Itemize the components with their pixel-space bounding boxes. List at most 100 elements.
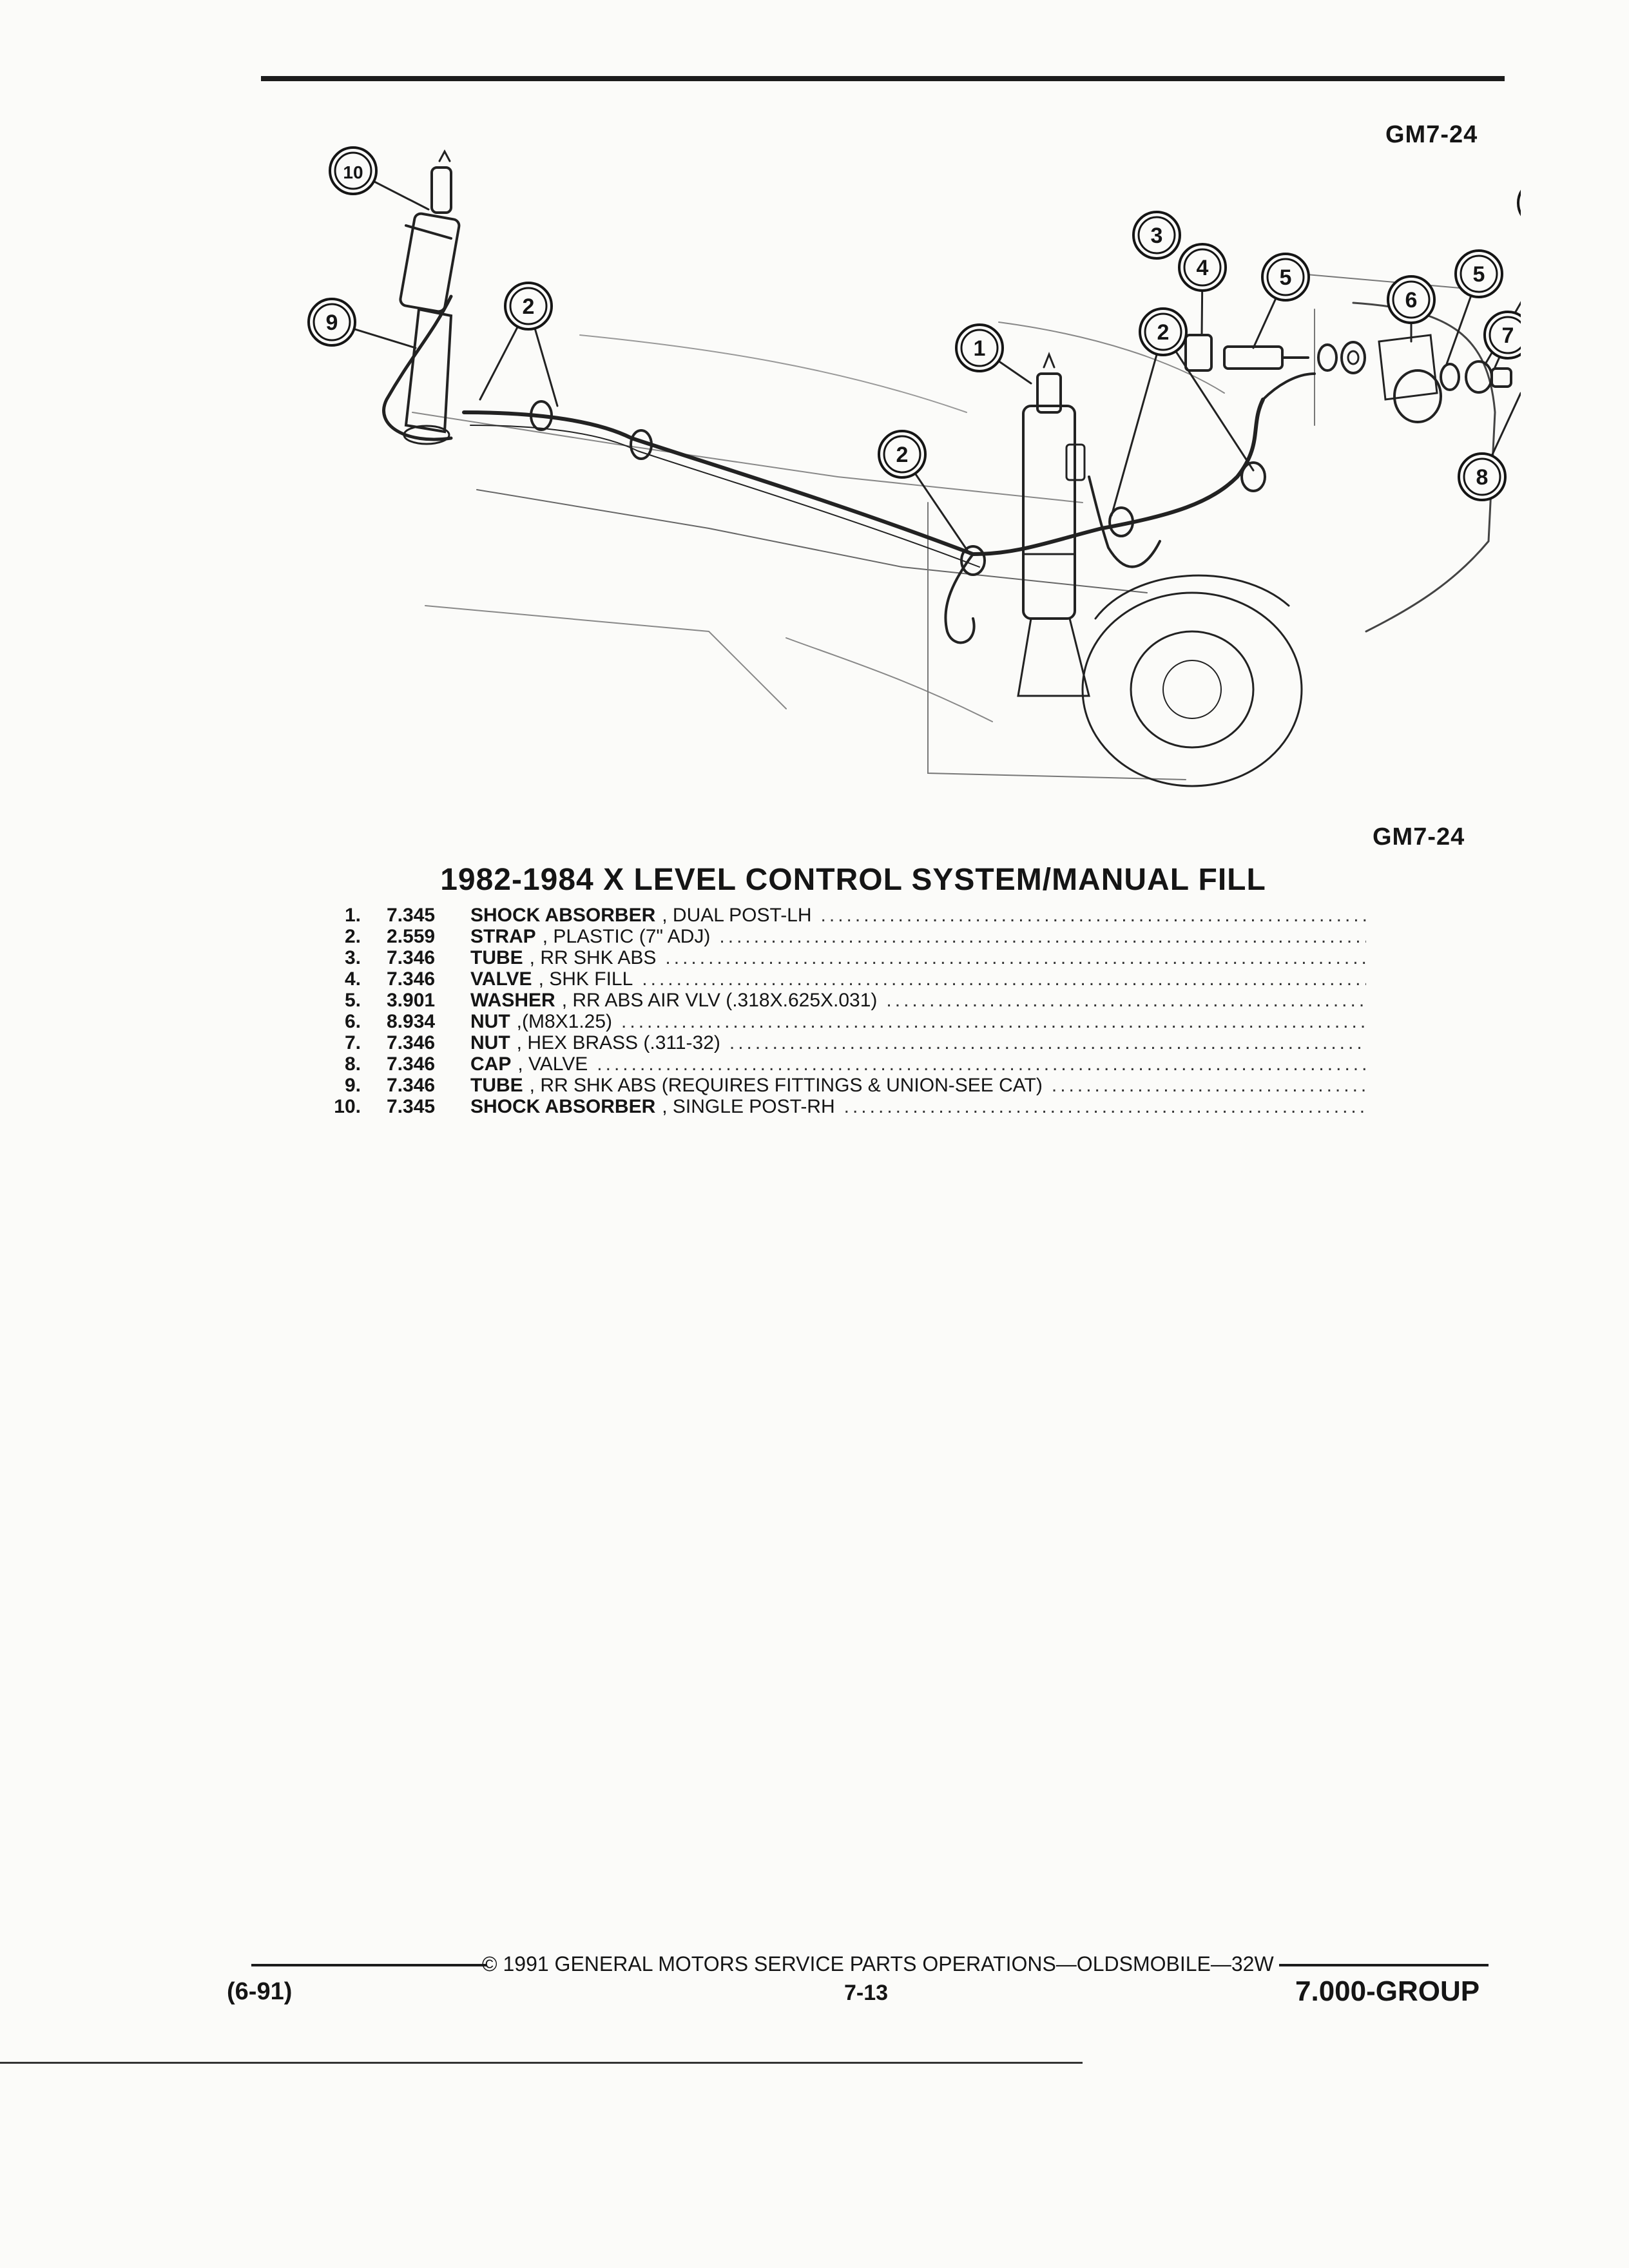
callout-1: 1	[955, 323, 1004, 372]
callout-5: 5	[1517, 189, 1521, 216]
part-description: , HEX BRASS (.311-32)	[516, 1032, 720, 1053]
dot-leader: ........................................…	[665, 947, 1366, 968]
part-row: 1. 7.345 SHOCK ABSORBER , DUAL POST-LH.....…	[303, 905, 1366, 926]
page-title: 1982-1984 X LEVEL CONTROL SYSTEM/MANUAL …	[440, 863, 1266, 897]
part-description: , PLASTIC (7" ADJ)	[542, 926, 711, 947]
part-group-number: 7.345	[387, 1096, 436, 1117]
callout-6: 6	[1387, 275, 1436, 324]
part-description: , RR ABS AIR VLV (.318X.625X.031)	[561, 990, 878, 1011]
part-index: 6.	[344, 1011, 361, 1032]
callout-7: 7	[1483, 311, 1521, 360]
footer-group: 7.000-GROUP	[1295, 1975, 1480, 2007]
part-name: SHOCK ABSORBER	[470, 905, 656, 926]
part-index: 4.	[344, 968, 361, 990]
part-row: 4. 7.346 VALVE , SHK FILL..................…	[303, 968, 1366, 990]
callout-2: 2	[1139, 307, 1188, 356]
callout-9: 9	[307, 298, 356, 347]
dot-leader: ........................................…	[597, 1053, 1366, 1075]
footer-date-code: (6-91)	[227, 1978, 293, 2005]
callout-2: 2	[878, 430, 927, 479]
part-row: 7. 7.346 NUT , HEX BRASS (.311-32).........…	[303, 1032, 1366, 1053]
bottom-rule	[0, 2062, 1083, 2064]
part-name: TUBE	[470, 947, 523, 968]
part-description: , RR SHK ABS	[529, 947, 657, 968]
callout-number: 7	[1502, 323, 1514, 348]
part-row: 9. 7.346 TUBE , RR SHK ABS (REQUIRES FITTIN…	[303, 1075, 1366, 1096]
callout-5: 5	[1454, 249, 1503, 298]
part-group-number: 3.901	[387, 990, 436, 1011]
part-index: 2.	[344, 926, 361, 947]
figure-code-top: GM7-24	[1385, 121, 1478, 148]
part-description: , SINGLE POST-RH	[662, 1096, 835, 1117]
callout-number: 6	[1405, 288, 1418, 312]
part-name: WASHER	[470, 990, 555, 1011]
part-group-number: 7.345	[387, 905, 436, 926]
callout-3: 3	[1132, 211, 1181, 260]
footer-rule-left	[251, 1964, 487, 1966]
part-group-number: 7.346	[387, 1032, 436, 1053]
figure-code-bottom: GM7-24	[1373, 823, 1465, 850]
part-group-number: 2.559	[387, 926, 436, 947]
callout-number: 9	[326, 311, 338, 335]
part-row: 2. 2.559 STRAP , PLASTIC (7" ADJ)..........…	[303, 926, 1366, 947]
dot-leader: ........................................…	[820, 905, 1366, 926]
part-index: 5.	[344, 990, 361, 1011]
part-row: 5. 3.901 WASHER , RR ABS AIR VLV (.318X.625…	[303, 990, 1366, 1011]
callout-number: 2	[1157, 320, 1170, 345]
part-group-number: 7.346	[387, 1053, 436, 1075]
part-name: NUT	[470, 1011, 510, 1032]
callout-4: 4	[1178, 243, 1227, 292]
dot-leader: ........................................…	[729, 1032, 1366, 1053]
dot-leader: ........................................…	[886, 990, 1366, 1011]
footer-rule-right	[1279, 1964, 1489, 1966]
part-index: 7.	[344, 1032, 361, 1053]
part-name: CAP	[470, 1053, 512, 1075]
part-description: ,(M8X1.25)	[516, 1011, 613, 1032]
callout-number: 1	[974, 336, 986, 361]
dot-leader: ........................................…	[1051, 1075, 1366, 1096]
dot-leader: ........................................…	[621, 1011, 1366, 1032]
part-row: 6. 8.934 NUT ,(M8X1.25)....................…	[303, 1011, 1366, 1032]
callout-8: 8	[1458, 452, 1507, 501]
part-description: , DUAL POST-LH	[662, 905, 812, 926]
dot-leader: ........................................…	[642, 968, 1366, 990]
part-name: STRAP	[470, 926, 536, 947]
part-description: , VALVE	[517, 1053, 588, 1075]
callout-5: 5	[1261, 253, 1310, 302]
top-rule	[261, 76, 1505, 81]
part-name: VALVE	[470, 968, 532, 990]
callout-number: 2	[896, 443, 909, 467]
callout-number: 3	[1151, 224, 1163, 248]
footer-page-number: 7-13	[844, 1981, 889, 2005]
callout-number: 4	[1197, 256, 1209, 280]
part-row: 3. 7.346 TUBE , RR SHK ABS.................…	[303, 947, 1366, 968]
part-description: , RR SHK ABS (REQUIRES FITTINGS & UNION-…	[529, 1075, 1043, 1096]
part-group-number: 8.934	[387, 1011, 436, 1032]
callout-2: 2	[504, 282, 553, 331]
part-name: NUT	[470, 1032, 510, 1053]
part-index: 8.	[344, 1053, 361, 1075]
exploded-diagram: 10 9 2 1 2 2 3 4 5 6 5 5 7 8	[307, 146, 1521, 787]
part-index: 9.	[344, 1075, 361, 1096]
part-index: 3.	[344, 947, 361, 968]
part-description: , SHK FILL	[538, 968, 633, 990]
part-index: 10.	[334, 1096, 361, 1117]
callout-number: 2	[523, 294, 535, 319]
part-name: TUBE	[470, 1075, 523, 1096]
part-group-number: 7.346	[387, 968, 436, 990]
part-row: 10. 7.345 SHOCK ABSORBER , SINGLE POST-RH..…	[303, 1096, 1366, 1117]
part-name: SHOCK ABSORBER	[470, 1096, 656, 1117]
callout-number: 5	[1473, 262, 1485, 287]
callout-number: 5	[1280, 265, 1292, 290]
part-group-number: 7.346	[387, 1075, 436, 1096]
callout-10: 10	[329, 146, 378, 195]
dot-leader: ........................................…	[843, 1096, 1366, 1117]
callout-number: 10	[343, 162, 363, 182]
callout-number: 8	[1476, 465, 1489, 490]
part-index: 1.	[344, 905, 361, 926]
footer-copyright: © 1991 GENERAL MOTORS SERVICE PARTS OPER…	[482, 1952, 1274, 1975]
part-group-number: 7.346	[387, 947, 436, 968]
dot-leader: ........................................…	[719, 926, 1366, 947]
part-row: 8. 7.346 CAP, VALVE.......................…	[303, 1053, 1366, 1075]
